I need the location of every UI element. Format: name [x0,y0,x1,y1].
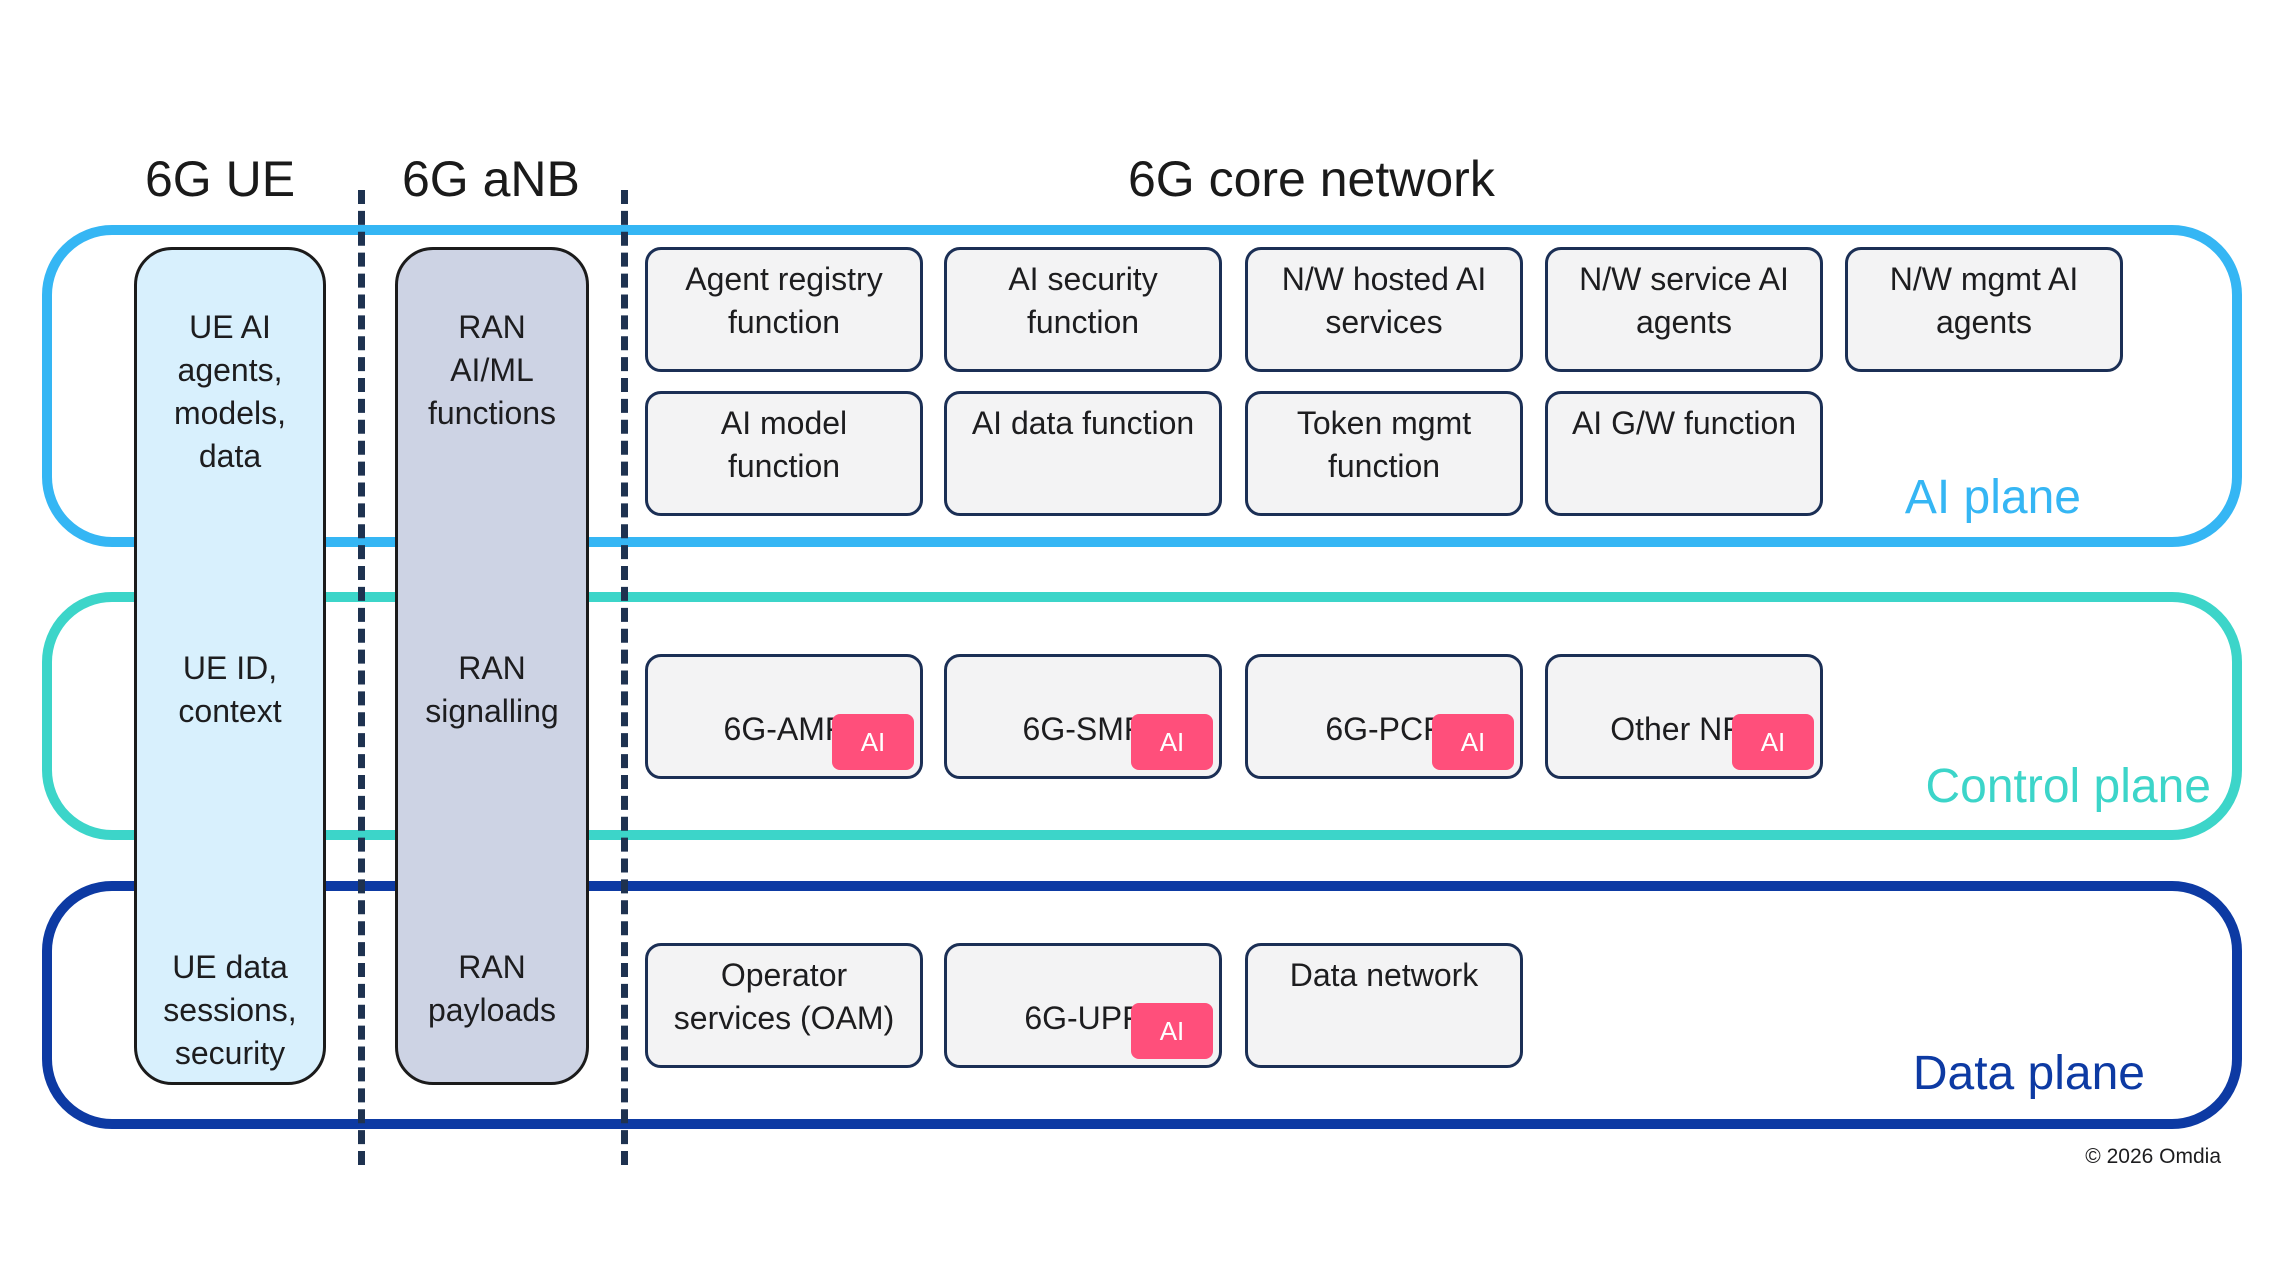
ai-badge: AI [1131,714,1213,770]
ai-badge: AI [832,714,914,770]
ai-plane [42,225,2242,547]
anb-core-divider [621,190,628,1165]
data-plane [42,881,2242,1129]
ue-anb-divider [358,190,365,1165]
smf-label: 6G-SMF [1022,711,1144,747]
data-plane-label: Data plane [1912,1047,2145,1100]
data-network: Data network [1245,943,1523,1068]
copyright-notice: © 2026 Omdia [2085,1145,2221,1168]
ai-plane-label: AI plane [1904,471,2081,524]
ai-badge: AI [1131,1003,1213,1059]
ue-column: UE AI agents, models, data UE ID, contex… [134,247,326,1085]
nw-mgmt-ai-agents: N/W mgmt AI agents [1845,247,2123,372]
other-nfs-function: Other NFs AI [1545,654,1823,779]
ai-gw-function: AI G/W function [1545,391,1823,516]
ai-security-function: AI security function [944,247,1222,372]
upf-function: 6G-UPF AI [944,943,1222,1068]
ue-ai-text: UE AI agents, models, data [173,309,287,474]
ue-control-text: UE ID, context [178,650,282,729]
anb-column: RAN AI/ML functions RAN signalling RAN p… [395,247,589,1085]
operator-services-oam: Operator services (OAM) [645,943,923,1068]
anb-data-text: RAN payloads [427,949,557,1028]
upf-label: 6G-UPF [1024,1000,1142,1036]
nw-hosted-ai-services: N/W hosted AI services [1245,247,1523,372]
ue-header: 6G UE [145,151,296,207]
anb-header: 6G aNB [402,151,580,207]
control-plane [42,592,2242,840]
amf-function: 6G-AMF AI [645,654,923,779]
core-header: 6G core network [1128,151,1495,207]
ai-badge: AI [1732,714,1814,770]
anb-ai-text: RAN AI/ML functions [427,309,557,431]
agent-registry-function: Agent registry function [645,247,923,372]
ai-model-function: AI model function [645,391,923,516]
ai-data-function: AI data function [944,391,1222,516]
pcf-label: 6G-PCF [1325,711,1443,747]
ai-badge: AI [1432,714,1514,770]
control-plane-label: Control plane [1925,760,2211,813]
nw-service-ai-agents: N/W service AI agents [1545,247,1823,372]
ue-data-text: UE data sessions, security [163,949,297,1071]
token-mgmt-function: Token mgmt function [1245,391,1523,516]
smf-function: 6G-SMF AI [944,654,1222,779]
amf-label: 6G-AMF [723,711,845,747]
anb-control-text: RAN signalling [425,650,559,729]
pcf-function: 6G-PCF AI [1245,654,1523,779]
